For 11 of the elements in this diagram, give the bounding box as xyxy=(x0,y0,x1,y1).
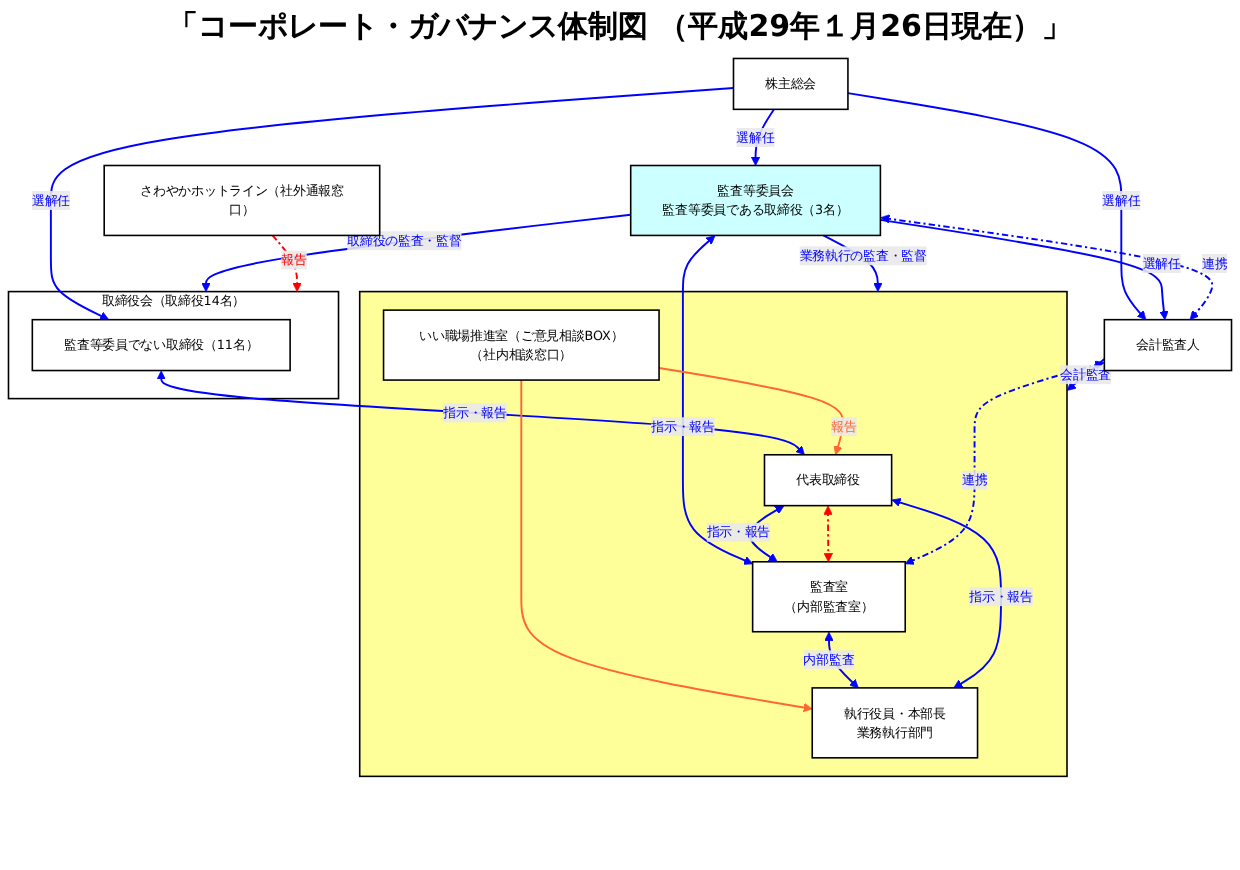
arrow xyxy=(891,498,1002,689)
arrow xyxy=(49,87,735,321)
arrow xyxy=(879,218,1169,321)
arrow xyxy=(658,367,845,456)
arrow xyxy=(880,214,1214,321)
arrow xyxy=(823,505,833,563)
arrow xyxy=(681,235,754,565)
arrow xyxy=(520,379,813,713)
arrow xyxy=(846,92,1147,321)
diagram-title: 「コーポレート・ガバナンス体制図 （平成29年１月26日現在）」 xyxy=(166,8,1074,46)
arrow xyxy=(156,370,805,456)
